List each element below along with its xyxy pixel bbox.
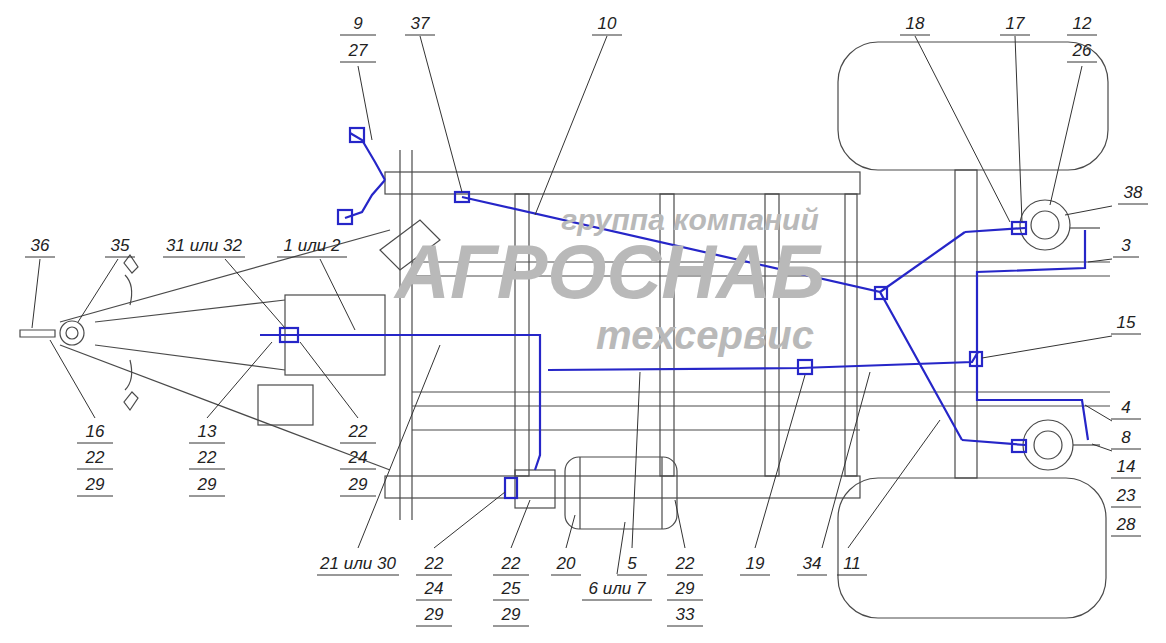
leader-shelf: [416, 600, 452, 601]
leader-shelf: [189, 443, 225, 444]
callout-number: 28: [1117, 516, 1136, 533]
leader-shelf: [493, 575, 529, 576]
leader-shelf: [1111, 334, 1141, 335]
callout-number: 5: [627, 555, 636, 572]
leader-shelf: [25, 257, 55, 258]
leader-shelf: [77, 443, 113, 444]
callout-number: 8: [1121, 429, 1130, 446]
leader-shelf: [797, 575, 827, 576]
callout-number: 35: [111, 237, 130, 254]
callout-number: 34: [803, 555, 822, 572]
leader-shelf: [340, 35, 376, 36]
callout-number: 24: [349, 449, 368, 466]
leader-shelf: [1111, 419, 1141, 420]
leader-shelf: [493, 600, 529, 601]
leader-shelf: [340, 496, 376, 497]
leader-shelf: [1111, 536, 1141, 537]
callout-number: 29: [425, 606, 444, 623]
callout-number: 24: [425, 580, 444, 597]
callout-number: 17: [1006, 15, 1025, 32]
callout-number: 3: [1121, 237, 1130, 254]
leader-shelf: [105, 257, 135, 258]
callout-number: 6 или 7: [589, 580, 646, 597]
leader-shelf: [277, 257, 347, 258]
callout-number: 33: [676, 606, 695, 623]
leader-shelf: [416, 626, 452, 627]
callout-number: 29: [676, 580, 695, 597]
leader-shelf: [837, 575, 867, 576]
leader-shelf: [582, 600, 652, 601]
leader-shelf: [1113, 257, 1139, 258]
leader-shelf: [340, 469, 376, 470]
leader-shelf: [416, 575, 452, 576]
callout-number: 12: [1073, 15, 1092, 32]
callout-number: 18: [906, 15, 925, 32]
callout-number: 22: [198, 449, 217, 466]
watermark-text: группа компаний: [561, 205, 818, 235]
callout-number: 23: [1117, 487, 1136, 504]
callout-number: 1 или 2: [284, 237, 341, 254]
leader-shelf: [189, 496, 225, 497]
leader-shelf: [592, 35, 622, 36]
leader-shelf: [667, 575, 703, 576]
callout-number: 22: [502, 555, 521, 572]
callout-number: 20: [557, 555, 576, 572]
leader-shelf: [1067, 62, 1097, 63]
leader-shelf: [551, 575, 581, 576]
callout-number: 29: [198, 476, 217, 493]
callout-number: 11: [843, 555, 861, 572]
callout-number: 22: [349, 423, 368, 440]
leader-shelf: [163, 257, 245, 258]
callout-number: 29: [502, 606, 521, 623]
leader-shelf: [1111, 507, 1141, 508]
callout-number: 31 или 32: [166, 237, 242, 254]
callout-number: 13: [198, 423, 217, 440]
leader-shelf: [317, 575, 399, 576]
callout-number: 19: [746, 555, 765, 572]
callout-number: 22: [86, 449, 105, 466]
callout-number: 29: [86, 476, 105, 493]
callout-number: 16: [86, 423, 105, 440]
leader-shelf: [1067, 35, 1097, 36]
watermark-text: АГРОСНАБ: [395, 234, 825, 310]
callout-number: 14: [1117, 458, 1136, 475]
leader-shelf: [900, 35, 930, 36]
callout-number: 37: [411, 15, 430, 32]
callout-number: 27: [349, 42, 368, 59]
leader-shelf: [617, 575, 647, 576]
leader-shelf: [1111, 478, 1141, 479]
watermark-text: техсервис: [596, 315, 814, 355]
leader-shelf: [1111, 449, 1141, 450]
leader-shelf: [340, 443, 376, 444]
leader-shelf: [1118, 204, 1148, 205]
leader-shelf: [493, 626, 529, 627]
leader-shelf: [340, 62, 376, 63]
leader-shelf: [77, 469, 113, 470]
callout-number: 26: [1073, 42, 1092, 59]
leader-shelf: [667, 626, 703, 627]
leader-shelf: [405, 35, 435, 36]
callout-number: 22: [676, 555, 695, 572]
leader-shelf: [1000, 35, 1030, 36]
callout-number: 15: [1117, 314, 1136, 331]
callout-number: 36: [31, 237, 50, 254]
callout-number: 21 или 30: [320, 555, 396, 572]
leader-shelf: [189, 469, 225, 470]
leader-shelf: [740, 575, 770, 576]
callout-number: 4: [1121, 399, 1130, 416]
leader-shelf: [667, 600, 703, 601]
callout-number: 25: [502, 580, 521, 597]
leader-shelf: [77, 496, 113, 497]
callout-number: 29: [349, 476, 368, 493]
callout-number: 10: [598, 15, 617, 32]
callout-number: 38: [1124, 184, 1143, 201]
callout-number: 22: [425, 555, 444, 572]
callout-number: 9: [353, 15, 362, 32]
